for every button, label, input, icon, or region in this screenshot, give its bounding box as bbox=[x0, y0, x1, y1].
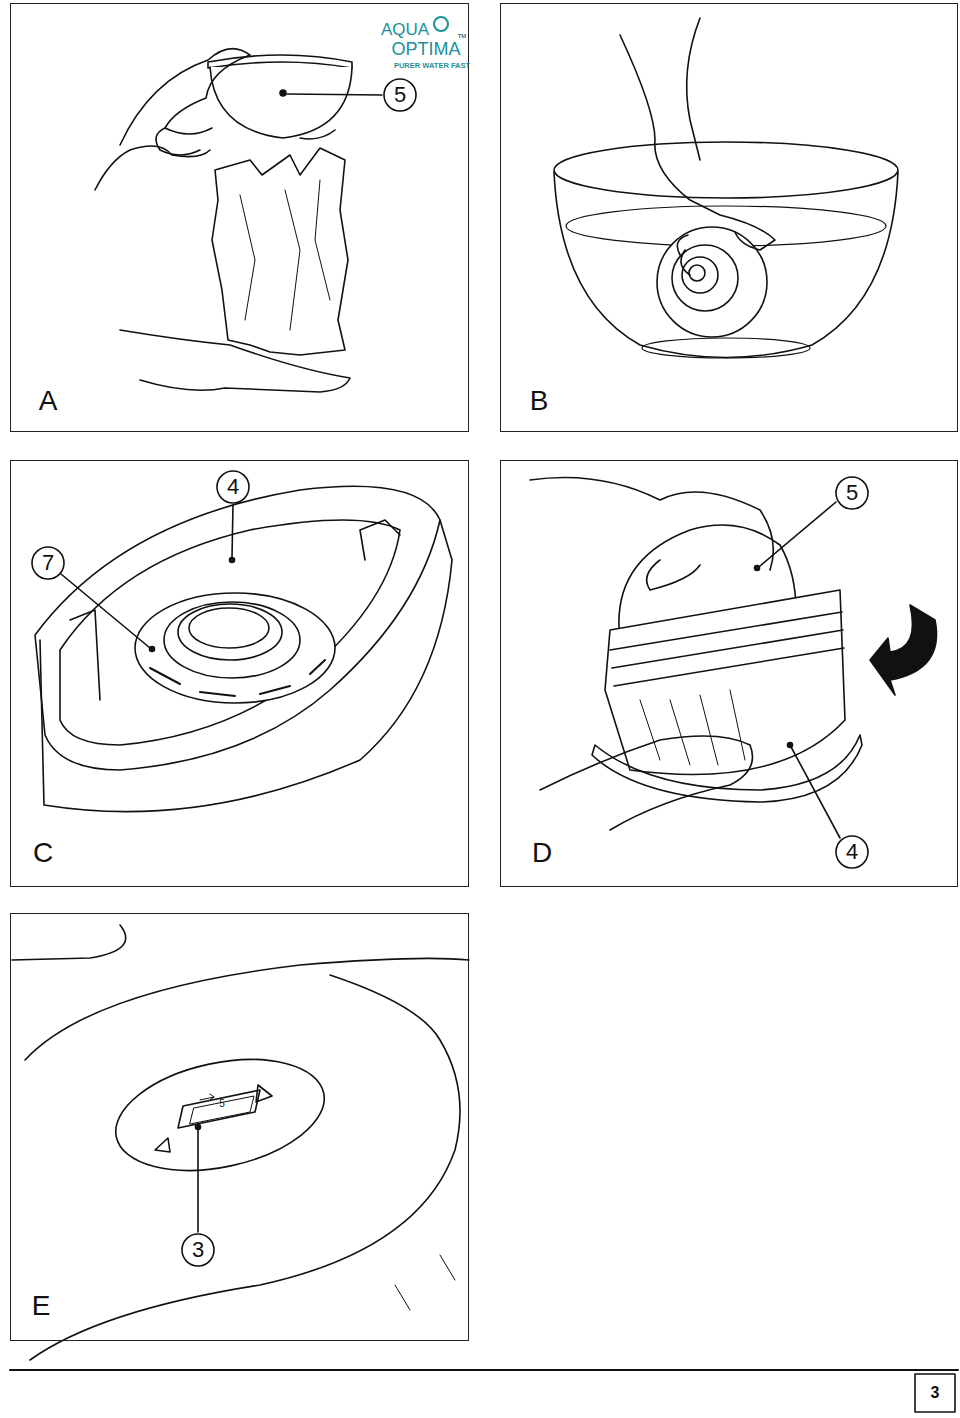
trademark: TM bbox=[458, 33, 467, 39]
brand-logo: OPTIMA bbox=[391, 40, 460, 58]
callout-leaders bbox=[32, 17, 868, 1266]
callout-number: 4 bbox=[227, 476, 239, 498]
figure-panel: C bbox=[10, 460, 469, 887]
page-rule bbox=[10, 1369, 958, 1371]
page-number-box bbox=[915, 1374, 955, 1412]
callout-number: 4 bbox=[846, 841, 858, 863]
counter-digit: 5 bbox=[219, 1099, 225, 1109]
reservoir-ring-illustration bbox=[35, 486, 452, 811]
panel-letter: C bbox=[33, 839, 53, 867]
soaking-bowl-illustration bbox=[554, 18, 898, 358]
cartridge-fitting-illustration bbox=[530, 478, 937, 831]
panel-letter: A bbox=[39, 387, 58, 415]
page-number: 3 bbox=[931, 1385, 940, 1401]
cartridge-unwrap-illustration bbox=[95, 49, 352, 392]
figure-panel: D bbox=[500, 460, 958, 887]
callout-number: 5 bbox=[394, 84, 406, 106]
figure-panel: E bbox=[10, 913, 469, 1341]
figure-panel: B bbox=[500, 3, 958, 432]
panel-letter: D bbox=[532, 839, 552, 867]
brand-tagline: PURER WATER FAST bbox=[394, 62, 470, 70]
brand-logo: AQUA bbox=[381, 21, 429, 38]
lid-counter-illustration bbox=[12, 925, 469, 1360]
callout-number: 5 bbox=[846, 482, 858, 504]
panel-letter: B bbox=[530, 387, 549, 415]
panel-letter: E bbox=[32, 1292, 51, 1320]
callout-number: 7 bbox=[42, 552, 54, 574]
callout-number: 3 bbox=[192, 1239, 204, 1261]
